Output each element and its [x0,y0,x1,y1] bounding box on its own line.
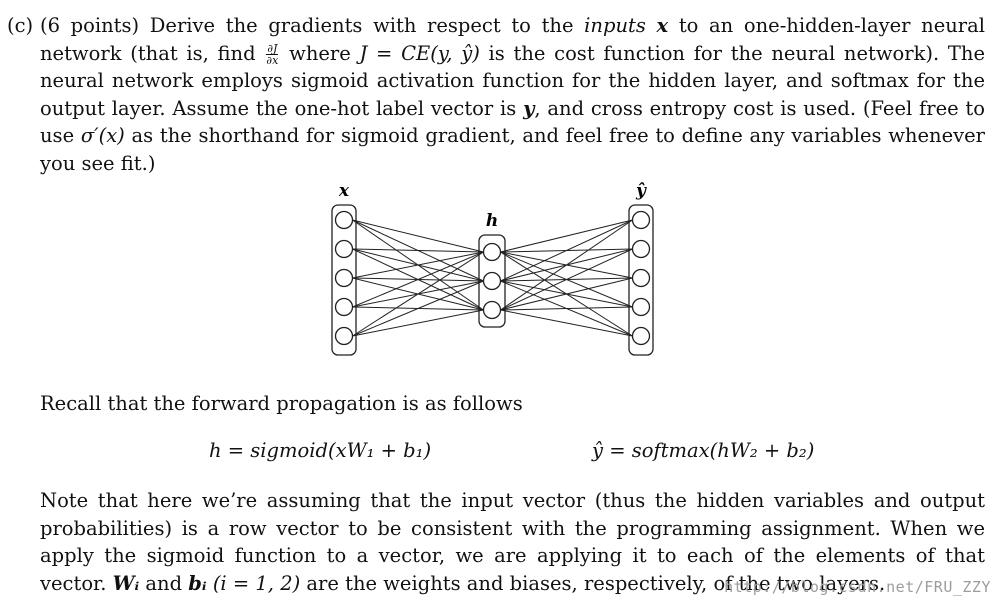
network-nodes [334,210,651,346]
input-node [334,210,354,230]
intro-text: Derive the gradients with respect to the [149,14,574,37]
hidden-output-edge [500,306,633,311]
hidden-output-edge [500,219,633,282]
note-text: Note that here we’re assuming that the i… [40,489,985,595]
inputs-word: inputs [584,14,646,37]
network-text: to an one-hidden-layer neural network (t… [40,14,985,65]
input-hidden-edge [352,251,484,337]
sigma-description: as the shorthand for sigmoid gradient, a… [40,124,986,175]
output-equation: ŷ = softmax(hW₂ + b₂) [592,439,815,462]
index-range: (i = 1, 2) [212,571,301,595]
after-y-text: , and cross entropy cost is used. (Feel … [40,96,986,148]
hidden-node [482,300,502,320]
hidden-layer-label: h [486,211,498,231]
fraction-denominator: ∂x [266,54,279,68]
hidden-node [482,242,502,262]
input-hidden-edge [352,251,484,308]
output-layer-box [628,204,654,356]
input-node [334,239,354,259]
problem-statement: (c) (6 points) Derive the gradients with… [7,12,986,177]
hidden-output-edge [500,219,633,311]
input-node [334,297,354,317]
note-tail: are the weights and biases, respectively… [306,571,886,595]
hidden-output-edge [500,309,633,337]
cost-expression: J = CE(y, ŷ) [359,41,480,65]
input-node [334,326,354,346]
input-hidden-edge [352,248,484,253]
input-hidden-edge [352,309,484,337]
note-paragraph: Note that here we’re assuming that the i… [40,487,985,597]
fraction-numerator: ∂J [266,42,279,56]
x-symbol: x [656,14,669,37]
output-node [631,326,651,346]
hidden-output-edge [500,219,633,253]
input-hidden-edge [352,251,484,279]
y-symbol: y [523,96,535,120]
network-edges [352,219,633,337]
hidden-output-edge [500,277,633,311]
output-node [631,210,651,230]
hidden-output-edge [500,248,633,311]
input-hidden-edge [352,280,484,337]
biases-symbol: bᵢ [188,571,207,595]
recall-text: Recall that the forward propagation is a… [40,392,523,415]
points-label: (6 points) [40,14,140,37]
hidden-equation: h = sigmoid(xW₁ + b₁) [209,439,432,462]
output-layer-label: ŷ [635,181,647,201]
sigma-prime: σ′(x) [80,124,125,147]
input-layer-label: x [338,181,350,201]
hidden-layer-box [478,234,506,328]
input-hidden-edge [352,219,484,253]
cost-description: is the cost function for the neural netw… [40,41,986,120]
question-label: (c) [7,14,34,37]
neural-network-diagram: x h ŷ [331,181,654,356]
output-node [631,239,651,259]
gradient-fraction: ∂J∂x [266,42,279,68]
where-text: where [289,41,351,65]
input-node [334,268,354,288]
hidden-node [482,271,502,291]
watermark: http://blog.csdn.net/FRU_ZZY [724,578,991,596]
and-text: and [145,571,183,595]
output-node [631,297,651,317]
weights-symbol: Wᵢ [112,571,140,595]
output-node [631,268,651,288]
input-layer-box [331,204,357,356]
